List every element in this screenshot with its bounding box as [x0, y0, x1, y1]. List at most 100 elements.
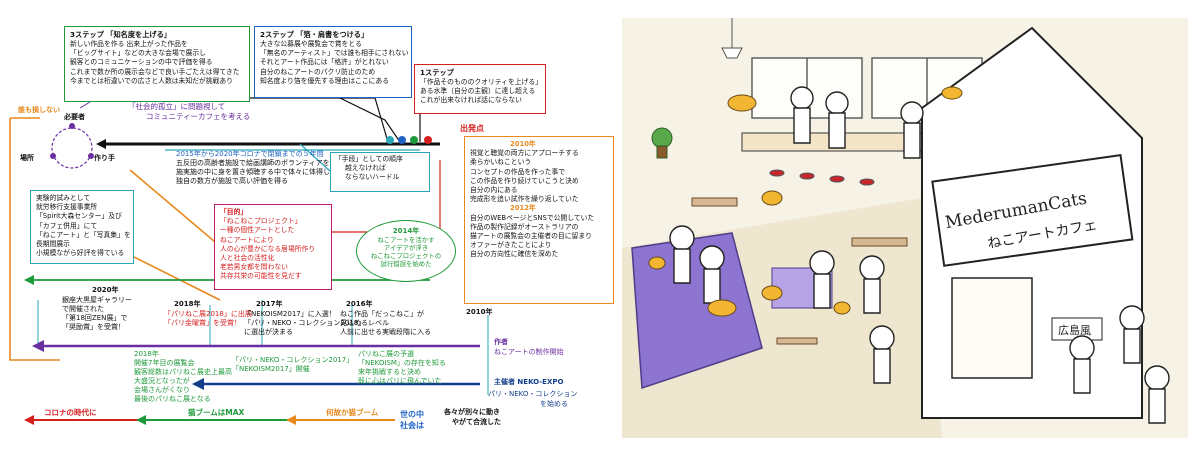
step3-line: 観客とのコミュニケーションの中で評価を得る — [70, 58, 213, 67]
timeline-2018b-line: 会場さんがくなり — [134, 386, 190, 394]
step3-box: 3ステップ 「知名度を上げる」 新しい作品を作る 出来上がった作品を 「ビッグサ… — [64, 26, 250, 102]
timeline-2018b-line: 大盛況となったが — [134, 377, 190, 385]
experiment-line: 長期間展示 — [36, 240, 70, 249]
timeline-2016-year: 2016年 — [346, 300, 373, 308]
timeline-2016-line: ねこ作品「だっこねこ」が — [340, 310, 424, 318]
why-boom-label: 何故か猫ブーム — [326, 408, 379, 417]
history-2010-line: 柔らかいねこという — [470, 158, 532, 167]
history-2010-line: 自分の内にある — [470, 186, 518, 195]
window-icon — [951, 277, 1033, 379]
history-2010-line: 視覚と聴覚の両方にアプローチする — [470, 149, 579, 158]
organizer-label: 主催者 NEKO-EXPO — [494, 378, 564, 386]
history-2010-year: 2010年 — [510, 140, 536, 148]
nursing-home-text: 2015年から2020年コロナで閉鎖までの５年間 — [176, 150, 324, 158]
hurdle-box: 「手段」としての順序 越えなければ ならないハードル — [330, 152, 430, 192]
history-2010-line: この作品を作り続けていこうと決め — [470, 176, 579, 185]
purpose-title: 「目的」 — [220, 208, 248, 216]
mid-line: 既に心はパリに飛んでいた — [358, 377, 442, 385]
timeline-2017-line: に選出が決まる — [244, 328, 293, 336]
purpose-line: 人の心が豊かになる居場所作り — [220, 244, 316, 253]
purpose-line: 人と社会の活性化 — [220, 254, 275, 263]
experiment-line: 「Spirit大森センター」及び — [36, 212, 122, 221]
each-label: 各々が別々に動き — [444, 408, 500, 416]
history-2012-line: 自分の方向性に確信を深めた — [470, 250, 559, 259]
mid-line: 来年挑戦すると決め — [358, 368, 421, 376]
nursing-home-text: 施実施の中に身を置き傾聴する中で体々に体得した — [176, 168, 337, 176]
experiment-line: 「カフェ併用」にて — [36, 221, 98, 230]
sofa-icon — [631, 232, 763, 390]
nursing-home-text: 五反田の高齢者施設で絵画講師のボランティアを — [176, 159, 330, 167]
cafe-illustration: MederumanCats ねこアートカフェ 広島風 — [622, 18, 1188, 438]
history-2012-line: 猫アートの展覧会の主催者の目に留まり — [470, 232, 592, 241]
timeline-2016-line: 人前に出せる実戦段階に入る — [340, 328, 431, 336]
social-isolation-text: 「社会的孤立」に問題視して — [128, 102, 226, 111]
mid-line: 「NEKOISM」の存在を知る — [358, 359, 446, 367]
experiment-line: 小規模ながら好評を得ている — [36, 249, 125, 258]
step2-line: 自分のねこアートのパクリ防止のため — [260, 67, 376, 76]
step2-line: それとアート作品には「格許」がとれない — [260, 58, 389, 67]
exhibition-line: 「NEKOISM2017」開催 — [232, 365, 310, 373]
hurdle-line: 越えなければ — [345, 164, 386, 173]
purpose-box: 「目的」 「ねこねこプロジェクト」 一種の個性アートとした ねこアートにより 人… — [214, 204, 332, 290]
y2014-line: ねこアートを活かす — [377, 235, 435, 244]
social-isolation-text: コミュニティーカフェを考える — [146, 112, 251, 121]
history-box: 2010年 視覚と聴覚の両方にアプローチする 柔らかいねこという コンセプトの作… — [464, 136, 614, 304]
step3-title: 3ステップ 「知名度を上げる」 — [70, 30, 171, 39]
timeline-2018-line: 「パリ金曜賞」を受賞！ — [164, 319, 241, 327]
y2014-year: 2014年 — [392, 227, 420, 235]
timeline-2017-line: 「NEKOISM2017」に入選！ — [244, 310, 336, 318]
author-label: 作者 — [494, 338, 508, 346]
step1-line: これが出来なければ話にならない — [420, 96, 522, 105]
purpose-line: 共存共栄の可能性を見だす — [220, 272, 302, 281]
timeline-2018b-line: 観客総数はパリねこ展史上最高 — [134, 368, 232, 376]
hurdle-line: ならないハードル — [345, 173, 400, 182]
timeline-2020-line: 銀座大黒屋ギャラリー — [62, 296, 132, 304]
person-icon — [669, 86, 1170, 424]
stool-icon — [769, 169, 875, 186]
timeline-2010-year: 2010年 — [466, 308, 493, 316]
history-2010-line: コンセプトの作品を作った事で — [470, 167, 566, 176]
step2-line: 知名度より箔を優先する理由はここにある — [260, 76, 390, 85]
y2014-bubble: 2014年 ねこアートを活かす アイデアが浮き ねこねこプロジェクトの 試行錯誤… — [356, 220, 456, 282]
society-label: 社会は — [400, 421, 424, 430]
hiroshima-sign-text: 広島風 — [1058, 323, 1091, 337]
purpose-line: 老若男女都を問わない — [220, 263, 288, 272]
timeline-2018b-line: 2018年 — [134, 350, 159, 358]
cat-boom-label: 猫ブームはMAX — [188, 408, 245, 417]
step1-title: 1ステップ — [420, 68, 454, 77]
y2014-line: アイデアが浮き — [383, 243, 429, 252]
purpose-line: 「ねこねこプロジェクト」 — [220, 217, 302, 226]
timeline-2016-line: 見込めるレベル — [340, 319, 389, 327]
step2-line: 「無名のアーティスト」では誰も相手にされない — [260, 49, 409, 58]
timeline-2017-year: 2017年 — [256, 300, 283, 308]
step3-line: 今までとは桁違いでの広さと人数は未知だが挑戦あり — [70, 76, 233, 85]
y2014-line: ねこねこプロジェクトの — [370, 251, 442, 260]
history-2012-line: 作品の製作記録がオーストラリアの — [470, 222, 579, 231]
nursing-home-text: 独自の数方が施設で高い評価を得る — [176, 177, 288, 185]
step1-line: 「作品そのもののクオリティを上げる」 — [420, 78, 542, 86]
history-2012-line: 自分のWEBページとSNSで公開していた — [470, 213, 595, 222]
history-2012-year: 2012年 — [510, 204, 536, 213]
step3-line: 新しい作品を作る 出来上がった作品を — [70, 40, 188, 48]
timeline-2018-year: 2018年 — [174, 300, 201, 308]
mid-line: パリねこ展の予選 — [358, 350, 414, 358]
step2-line: 大きな公募展や展覧会で賞をとる — [260, 40, 362, 48]
experiment-line: 「ねこアート」と「写真集」を — [36, 230, 131, 239]
experiment-line: 就労移行支援事業所 — [36, 203, 98, 212]
step2-box: 2ステップ 「箔・肩書をつける」 大きな公募展や展覧会で賞をとる 「無名のアーテ… — [254, 26, 412, 98]
y2014-line: 試行錯誤を始めた — [380, 259, 432, 268]
timeline-2020-line: 「奨励賞」を受賞！ — [62, 323, 125, 331]
start-point-label: 出発点 — [460, 124, 484, 133]
plant-icon — [651, 127, 673, 159]
experiment-line: 実験的試みとして — [36, 194, 91, 202]
step3-line: 「ビッグサイト」などの大きな会場で展示し — [70, 49, 206, 58]
timeline-2018b-line: 最後のパリねこ展となる — [134, 395, 211, 403]
organizer-sub: パリ・NEKO・コレクション — [488, 390, 578, 398]
table-icon — [691, 197, 908, 345]
lamp-icon — [721, 18, 743, 59]
society-label: 世の中 — [400, 410, 424, 419]
supporter-label: 必要者 — [64, 113, 85, 121]
timeline-2018-line: 「パリねこ展2018」に出展 — [164, 310, 252, 318]
covid-label: コロナの時代に — [44, 408, 97, 417]
venue-label: 場所 — [20, 154, 34, 162]
